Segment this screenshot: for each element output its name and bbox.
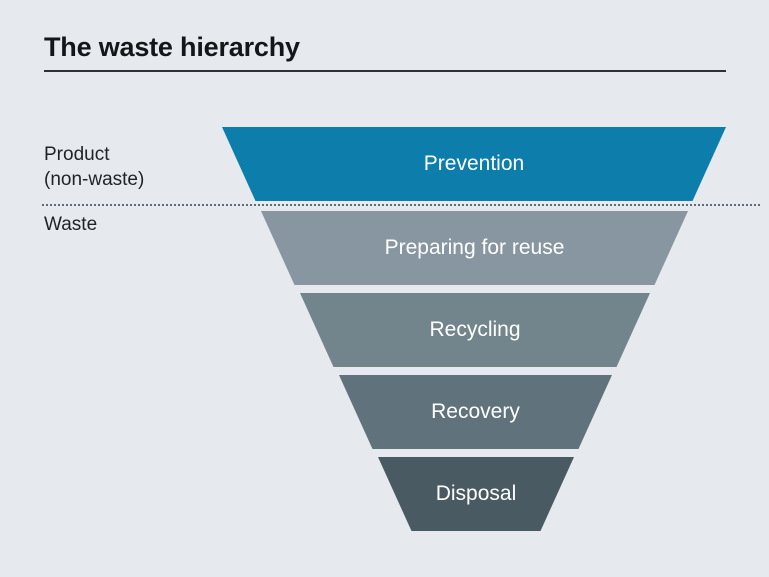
- page-title: The waste hierarchy: [44, 32, 300, 62]
- axis-label-product: Product (non-waste): [44, 142, 144, 192]
- funnel-band-preparing-for-reuse[interactable]: Preparing for reuse: [261, 211, 688, 285]
- funnel-band-recovery[interactable]: Recovery: [339, 375, 612, 449]
- funnel-band-shape: [222, 127, 726, 201]
- axis-label-product-line1: Product: [44, 144, 110, 165]
- axis-label-waste-text: Waste: [44, 214, 98, 235]
- funnel-band-shape: [300, 293, 650, 367]
- axis-label-waste: Waste: [44, 212, 97, 237]
- funnel-band-recycling[interactable]: Recycling: [300, 293, 650, 367]
- funnel-band-shape: [339, 375, 612, 449]
- title-underline-rule: [44, 70, 726, 72]
- product-waste-divider: [42, 204, 760, 206]
- funnel-band-shape: [261, 211, 688, 285]
- funnel-band-shape: [378, 457, 574, 531]
- axis-label-product-line2: (non-waste): [44, 169, 145, 190]
- title-block: The waste hierarchy: [44, 30, 726, 72]
- funnel-band-prevention[interactable]: Prevention: [222, 127, 726, 201]
- funnel-band-disposal[interactable]: Disposal: [378, 457, 574, 531]
